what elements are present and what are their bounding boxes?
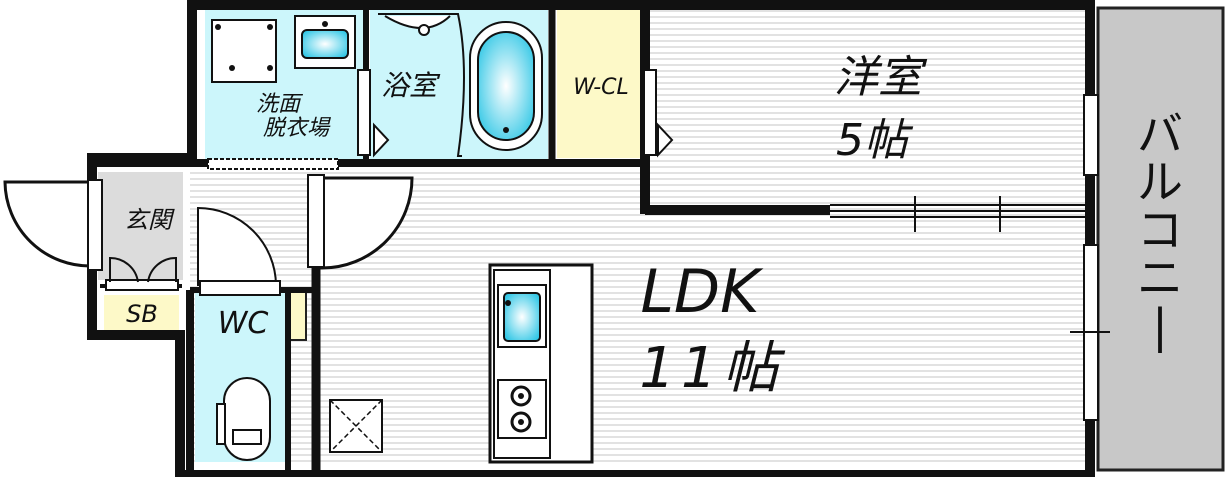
toilet-door[interactable]	[197, 206, 281, 296]
toilet-bowl	[216, 377, 271, 461]
western-room-label: 洋室	[834, 52, 928, 103]
corridor-threshold	[207, 158, 339, 170]
western-room-window	[1083, 94, 1099, 176]
shoe-box-label: SB	[126, 300, 158, 328]
closet-door[interactable]	[643, 69, 674, 158]
shoe-box-doors[interactable]	[105, 256, 179, 291]
entrance-floor	[98, 172, 183, 280]
sliding-door[interactable]	[830, 196, 1088, 232]
ldk-window	[1070, 244, 1110, 421]
refrigerator-space	[329, 399, 383, 453]
ldk-label: LDK	[641, 257, 765, 327]
front-door[interactable]	[3, 179, 103, 271]
toilet-shelf	[289, 291, 307, 341]
balcony-label: バルコニ|	[1137, 107, 1183, 354]
shoe-box-floor	[104, 295, 179, 330]
walk-in-closet-floor	[557, 10, 645, 158]
ldk-size: 11帖	[639, 336, 785, 401]
washroom-label-line2: 脱衣場	[263, 116, 332, 141]
western-room-size: 5帖	[836, 115, 914, 166]
kitchen-counter	[488, 263, 594, 464]
walk-in-closet-label: W-CL	[573, 75, 629, 100]
bathroom-label: 浴室	[381, 69, 441, 102]
toilet-label: WC	[218, 306, 269, 341]
western-room-floor	[650, 10, 1090, 210]
washbasin	[294, 15, 356, 69]
entrance-label: 玄関	[124, 206, 175, 234]
ldk-door[interactable]	[307, 174, 414, 270]
washing-machine-pan	[211, 19, 277, 83]
bathtub	[378, 13, 543, 157]
washroom-door[interactable]	[357, 69, 390, 158]
balcony	[1096, 6, 1225, 472]
washroom-label-line1: 洗面	[256, 92, 304, 117]
